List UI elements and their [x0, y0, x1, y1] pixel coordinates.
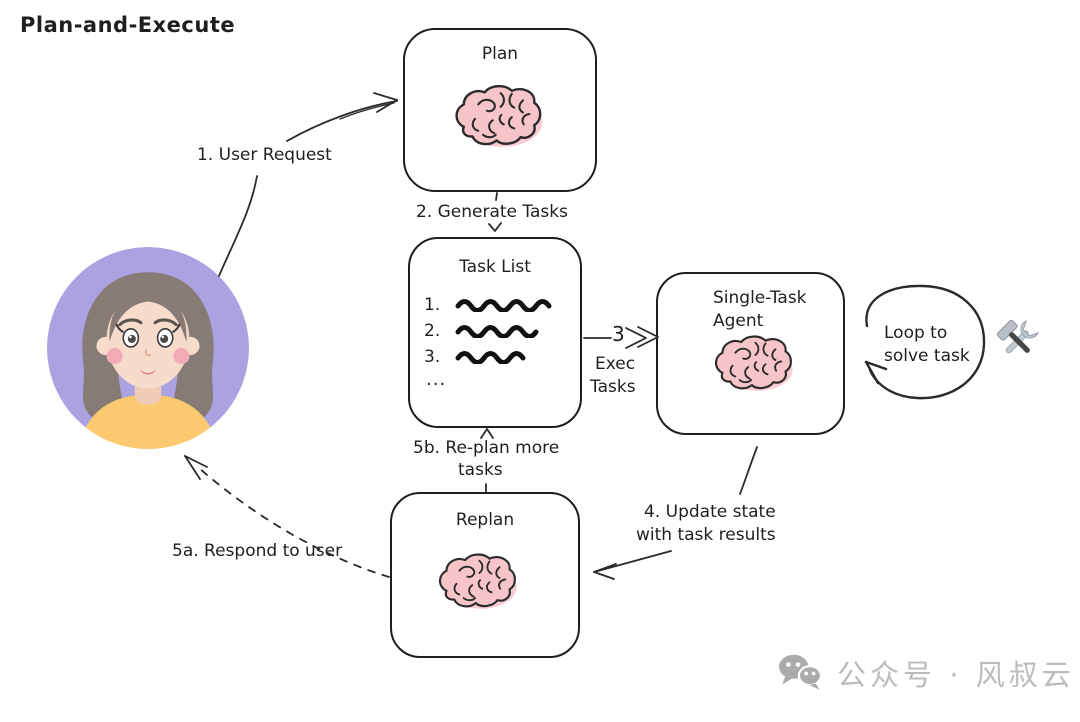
plan-node: Plan [403, 28, 597, 192]
replan-node: Replan [390, 492, 580, 658]
task-item-number: 3. [424, 347, 441, 367]
task-list-node: Task List 1. 2. 3. ... [408, 237, 582, 428]
brain-icon [714, 335, 794, 392]
diagram-title: Plan-and-Execute [20, 13, 236, 37]
plan-node-label: Plan [481, 44, 519, 64]
edge-label-exec-line1: Exec [595, 354, 636, 374]
user-avatar-illustration [47, 247, 249, 449]
task-list-item: 2. [424, 321, 542, 341]
arrow-generate-tasks [495, 192, 498, 201]
wechat-icon [779, 654, 822, 690]
brain-icon [438, 553, 518, 610]
edge-label-exec-line2: Tasks [590, 377, 636, 397]
edge-label-update-state-line2: with task results [636, 525, 776, 545]
brain-icon [455, 84, 544, 149]
edge-label-user-request: 1. User Request [197, 145, 332, 165]
task-list-item: 3. [424, 347, 530, 367]
edge-label-replan-more-line2: tasks [458, 460, 503, 480]
edge-label-update-state-line1: 4. Update state [644, 502, 776, 522]
watermark: 公众号 · 风叔云 [778, 652, 1075, 694]
task-scribble-icon [455, 299, 552, 312]
task-list-item: 1. [424, 295, 556, 315]
edge-label-respond-to-user: 5a. Respond to user [172, 541, 343, 561]
task-scribble-icon [455, 325, 539, 338]
hammer-wrench-icon [995, 318, 1041, 364]
replan-node-label: Replan [455, 510, 515, 530]
edge-label-exec-number: 3 [612, 322, 625, 346]
arrow-update-state [739, 446, 758, 495]
edge-label-replan-more-line1: 5b. Re-plan more [413, 438, 560, 458]
task-list-ellipsis: ... [426, 369, 447, 390]
task-item-number: 2. [424, 321, 441, 341]
loop-label: Loop to solve task [884, 323, 970, 366]
task-scribble-icon [455, 351, 526, 364]
arrow-replan-more [480, 428, 494, 439]
watermark-text: 公众号 · 风叔云 [837, 658, 1075, 692]
task-list-node-label: Task List [459, 257, 531, 277]
single-task-agent-label: Single-Task Agent [713, 288, 807, 332]
single-task-agent-node: Single-Task Agent [656, 272, 845, 435]
task-item-number: 1. [424, 295, 441, 315]
edge-label-generate-tasks: 2. Generate Tasks [416, 202, 568, 222]
user-avatar [47, 247, 249, 449]
